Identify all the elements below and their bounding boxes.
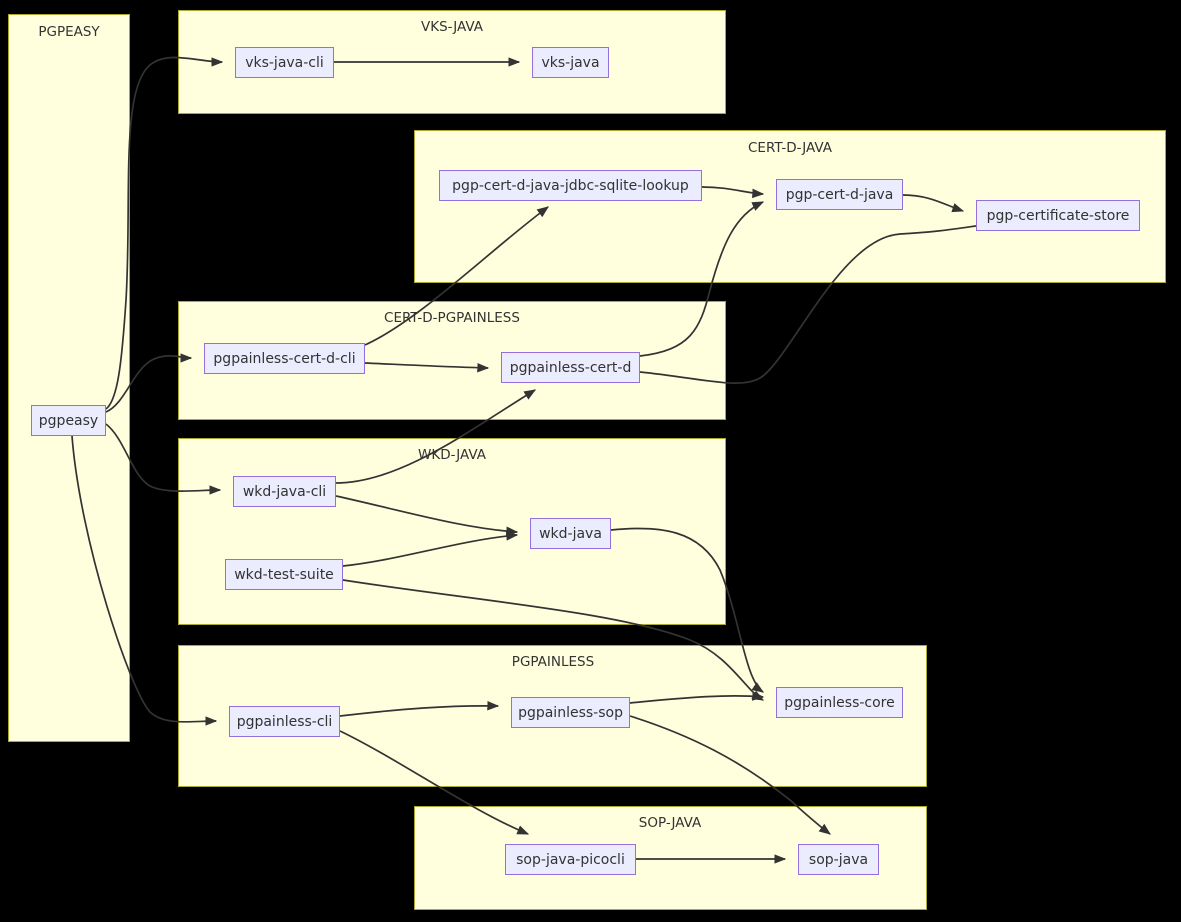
node-wkd-java-cli[interactable]: wkd-java-cli — [233, 476, 336, 507]
node-sop-java-picocli[interactable]: sop-java-picocli — [505, 844, 636, 875]
node-sop-java[interactable]: sop-java — [798, 844, 879, 875]
edge-pgpainless-cert-d-cli-to-pgpainless-cert-d — [364, 362, 490, 373]
node-pgpainless-core[interactable]: pgpainless-core — [776, 687, 903, 718]
edge-pgpainless-cert-d-to-pgp-cert-d-java — [639, 201, 765, 357]
node-vks-java-cli[interactable]: vks-java-cli — [235, 47, 334, 78]
node-wkd-java[interactable]: wkd-java — [530, 518, 611, 549]
edge-wkd-java-cli-to-wkd-java — [335, 495, 519, 536]
cluster-label-vks-java: VKS-JAVA — [420, 19, 484, 35]
cluster-label-sop-java: SOP-JAVA — [638, 815, 702, 831]
edge-pgpainless-sop-to-pgpainless-core — [629, 691, 765, 704]
node-pgpeasy[interactable]: pgpeasy — [31, 405, 106, 436]
edge-pgpainless-cert-d-cli-to-pgp-cert-d-java-jdbc-sqlite-lookup — [364, 206, 549, 346]
edge-wkd-java-cli-to-pgpainless-cert-d — [335, 389, 537, 484]
edge-pgp-cert-d-java-jdbc-sqlite-lookup-to-pgp-cert-d-java — [701, 186, 765, 199]
edge-pgpeasy-to-wkd-java-cli — [105, 423, 222, 495]
node-pgpainless-cert-d-cli[interactable]: pgpainless-cert-d-cli — [204, 343, 365, 374]
edge-wkd-test-suite-to-pgpainless-core — [342, 579, 765, 701]
node-pgpainless-sop[interactable]: pgpainless-sop — [511, 697, 630, 728]
edge-wkd-test-suite-to-wkd-java — [342, 531, 519, 567]
node-pgp-cert-d-java[interactable]: pgp-cert-d-java — [776, 179, 903, 210]
edge-pgpainless-cli-to-pgpainless-sop — [339, 701, 500, 717]
edge-pgp-cert-d-java-to-pgp-certificate-store — [902, 194, 965, 213]
edge-pgpeasy-to-pgpainless-cli — [71, 435, 218, 726]
node-vks-java[interactable]: vks-java — [532, 47, 609, 78]
cluster-label-cert-d-java: CERT-D-JAVA — [748, 140, 832, 156]
cluster-wkd-java — [178, 438, 726, 625]
edge-pgpainless-cli-to-sop-java-picocli — [339, 730, 530, 835]
edge-pgpeasy-to-pgpainless-cert-d-cli — [105, 353, 193, 413]
node-pgp-cert-d-java-jdbc-sqlite-lookup[interactable]: pgp-cert-d-java-jdbc-sqlite-lookup — [439, 170, 702, 201]
node-pgp-certificate-store[interactable]: pgp-certificate-store — [976, 200, 1140, 231]
edge-pgpainless-sop-to-sop-java — [629, 715, 831, 835]
edge-wkd-java-to-pgpainless-core — [610, 527, 764, 693]
edge-pgpainless-cert-d-to-pgp-certificate-store — [639, 220, 992, 384]
cluster-label-cert-d-pgpainless: CERT-D-PGPAINLESS — [384, 310, 520, 326]
node-pgpainless-cli[interactable]: pgpainless-cli — [229, 706, 340, 737]
cluster-pgpeasy — [8, 14, 130, 742]
cluster-label-pgpeasy: PGPEASY — [38, 24, 100, 40]
edge-pgpeasy-to-vks-java-cli — [105, 56, 224, 410]
node-pgpainless-cert-d[interactable]: pgpainless-cert-d — [501, 352, 640, 383]
node-wkd-test-suite[interactable]: wkd-test-suite — [225, 559, 343, 590]
cluster-label-pgpainless: PGPAINLESS — [511, 654, 595, 670]
